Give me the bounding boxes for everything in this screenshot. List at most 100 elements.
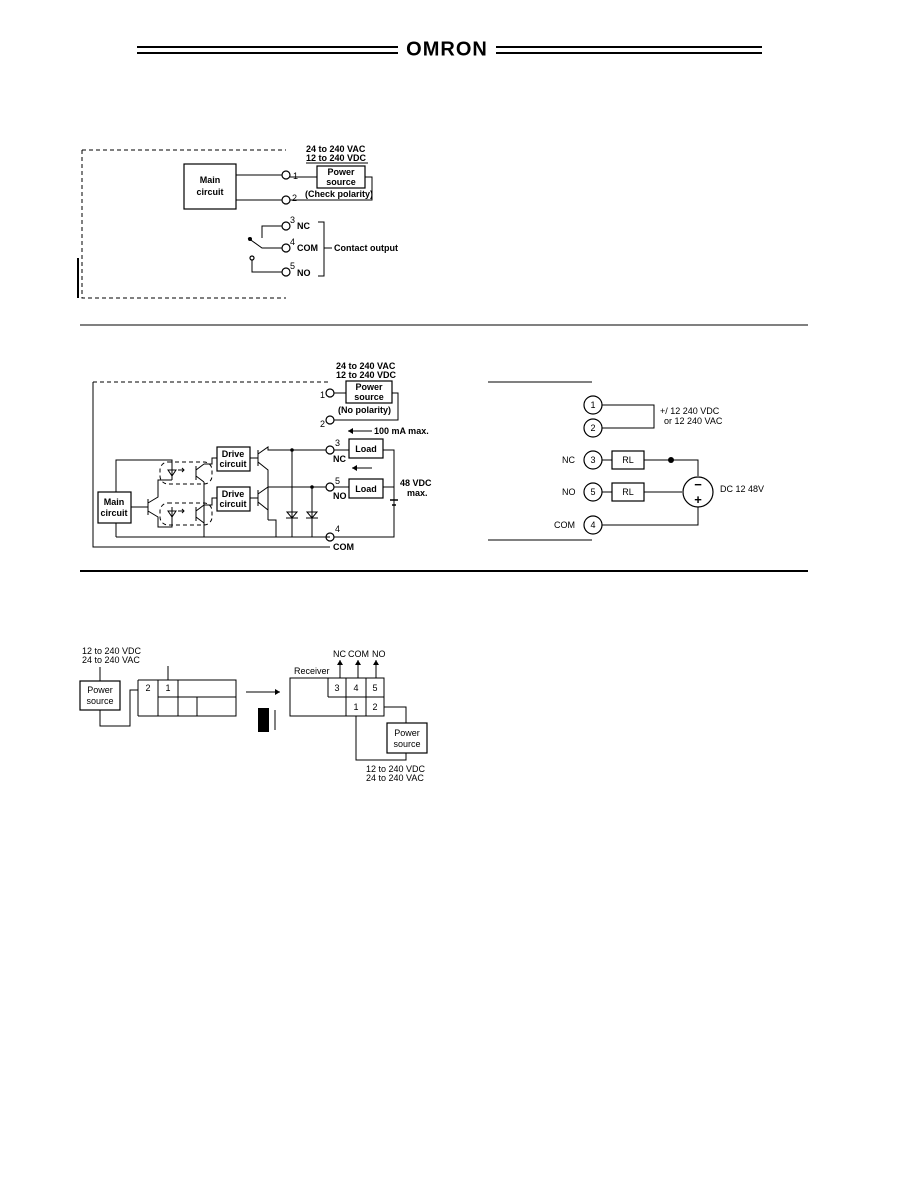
main-circuit-label-2: circuit	[196, 187, 223, 197]
terminal-label-3: 3	[290, 215, 295, 225]
power-source-box	[345, 380, 393, 404]
drive-circuit-label-1a: Drive	[222, 449, 245, 459]
transistor-output-diagram: 24 to 240 VAC 12 to 240 VDC Power source…	[92, 361, 432, 552]
terminal-1	[325, 388, 335, 398]
terminal-label-5: 5	[335, 476, 340, 486]
page-header: OMRON	[137, 38, 762, 60]
nc-label: NC	[562, 455, 575, 465]
emitter-power-source-box	[79, 680, 121, 711]
main-circuit-label-2: circuit	[100, 508, 127, 518]
emitter-power-source-label-1: Power	[87, 685, 113, 695]
terminal-label-4: 4	[290, 237, 295, 247]
receiver-supply-label-2: 24 to 240 VAC	[366, 773, 424, 783]
emitter-supply-label-2: 24 to 240 VAC	[82, 655, 140, 665]
load-box-nc	[348, 438, 384, 459]
main-circuit-label-1: Main	[200, 175, 221, 185]
power-source-label-2: source	[354, 392, 384, 402]
terminal-label-2: 2	[320, 419, 325, 429]
receiver-terminal-2: 2	[372, 702, 377, 712]
vdc-max-label-2: max.	[407, 488, 428, 498]
no-polarity-label: (No polarity)	[338, 405, 391, 415]
power-source-label-1: Power	[327, 167, 355, 177]
receiver-terminal-1: 1	[353, 702, 358, 712]
drive-circuit-box-1	[216, 446, 251, 472]
drive-circuit-label-2a: Drive	[222, 489, 245, 499]
load-label-no: Load	[355, 484, 377, 494]
terminal-label-2: 2	[292, 193, 297, 203]
terminal-wiring-diagram: 1 2 +/ 12 240 VDC or 12 240 VAC 3 5 4 NC…	[488, 381, 764, 541]
com-label: COM	[554, 520, 575, 530]
vdc-max-label-1: 48 VDC	[400, 478, 432, 488]
emitter-terminal-2: 2	[145, 683, 150, 693]
terminal-label-1: 1	[293, 171, 298, 181]
terminal-5	[281, 267, 291, 277]
supply-ac-label: 24 to 240 VAC	[336, 361, 396, 371]
drive-circuit-box-2	[216, 486, 251, 512]
receiver-terminal-3: 3	[334, 683, 339, 693]
supply-dc-label: 12 to 240 VDC	[306, 153, 367, 163]
supply-label-2: or 12 240 VAC	[664, 416, 723, 426]
receiver-label: Receiver	[294, 666, 330, 676]
contact-output-diagram: Main circuit 1 2 3 4 5 NC COM NO Contact…	[77, 144, 398, 299]
rl-label-nc: RL	[622, 455, 634, 465]
terminal-label-3: 3	[335, 438, 340, 448]
supply-dc-label: 12 to 240 VDC	[336, 370, 397, 380]
emitter-receiver-diagram: 12 to 240 VDC 24 to 240 VAC Power source…	[79, 646, 428, 783]
output-nc-label: NC	[333, 649, 346, 659]
plus-sign: +	[694, 492, 702, 507]
terminal-1	[281, 170, 291, 180]
nc-label: NC	[297, 221, 310, 231]
emitter-power-source-label-2: source	[86, 696, 113, 706]
supply-ac-label: 24 to 240 VAC	[306, 144, 366, 154]
emitter-terminal-1: 1	[165, 683, 170, 693]
rl-label-no: RL	[622, 487, 634, 497]
load-label-nc: Load	[355, 444, 377, 454]
main-circuit-box	[183, 163, 237, 210]
no-label: NO	[333, 491, 347, 501]
terminal-3	[281, 221, 291, 231]
emitter-supply-label-1: 12 to 240 VDC	[82, 646, 142, 656]
com-label: COM	[333, 542, 354, 552]
terminal-2	[281, 195, 291, 205]
receiver-power-source-box	[386, 722, 428, 754]
terminal-5	[325, 482, 335, 492]
supply-label-1: +/ 12 240 VDC	[660, 406, 720, 416]
housing-outline	[81, 149, 286, 299]
output-no-label: NO	[372, 649, 386, 659]
nc-label: NC	[333, 454, 346, 464]
receiver-power-source-label-2: source	[393, 739, 420, 749]
terminal-label-5: 5	[290, 261, 295, 271]
power-source-label-1: Power	[355, 382, 383, 392]
main-circuit-box	[97, 491, 132, 524]
no-label: NO	[562, 487, 576, 497]
terminal-label-1: 1	[590, 400, 595, 410]
main-circuit-label-1: Main	[104, 497, 125, 507]
contact-output-label: Contact output	[334, 243, 398, 253]
no-label: NO	[297, 268, 311, 278]
receiver-supply-label-1: 12 to 240 VDC	[366, 764, 426, 774]
receiver-terminal-4: 4	[353, 683, 358, 693]
drive-circuit-label-2b: circuit	[219, 499, 246, 509]
receiver-terminal-5: 5	[372, 683, 377, 693]
minus-sign: −	[694, 477, 702, 492]
output-com-label: COM	[348, 649, 369, 659]
terminal-2	[325, 415, 335, 425]
com-label: COM	[297, 243, 318, 253]
terminal-label-4: 4	[590, 520, 595, 530]
terminal-label-3: 3	[590, 455, 595, 465]
terminal-label-5: 5	[590, 487, 595, 497]
terminal-4	[281, 243, 291, 253]
sensing-object	[258, 708, 269, 732]
current-max-label: 100 mA max.	[374, 426, 429, 436]
terminal-label-4: 4	[335, 524, 340, 534]
terminal-label-1: 1	[320, 390, 325, 400]
load-box-no	[348, 478, 384, 499]
omron-logo: OMRON	[406, 38, 488, 60]
drive-circuit-label-1b: circuit	[219, 459, 246, 469]
check-polarity-label: (Check polarity)	[305, 189, 373, 199]
dc-label: DC 12 48V	[720, 484, 764, 494]
receiver-power-source-label-1: Power	[394, 728, 420, 738]
power-source-label-2: source	[326, 177, 356, 187]
terminal-label-2: 2	[590, 423, 595, 433]
